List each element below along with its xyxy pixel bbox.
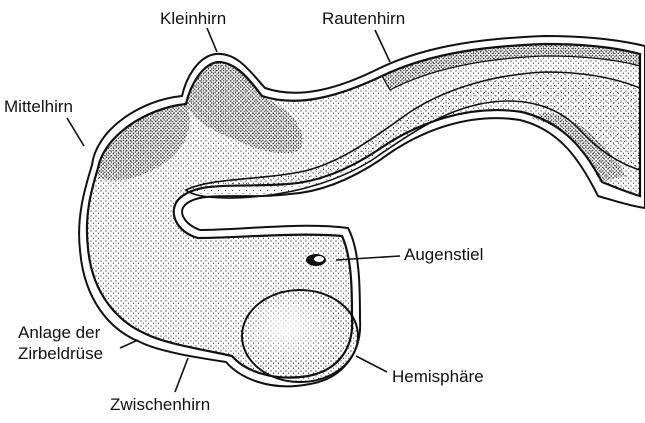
label-augenstiel: Augenstiel [404,246,483,264]
label-zwischenhirn: Zwischenhirn [110,396,210,414]
label-anlage-der-zirbeldruese: Anlage der Zirbeldrüse [18,322,103,364]
label-rautenhirn: Rautenhirn [322,10,405,28]
label-kleinhirn: Kleinhirn [160,10,226,28]
leader-kleinhirn [207,28,217,52]
leader-hemisphaere [356,356,387,372]
leader-mittelhirn [67,118,84,146]
leader-rautenhirn [375,30,390,62]
label-anlage-line2: Zirbeldrüse [18,343,103,364]
label-mittelhirn: Mittelhirn [4,98,73,116]
label-hemisphaere: Hemisphäre [392,368,484,386]
label-anlage-line1: Anlage der [18,322,103,343]
leader-zwischenhirn [175,358,188,392]
leader-anlage [120,340,138,348]
